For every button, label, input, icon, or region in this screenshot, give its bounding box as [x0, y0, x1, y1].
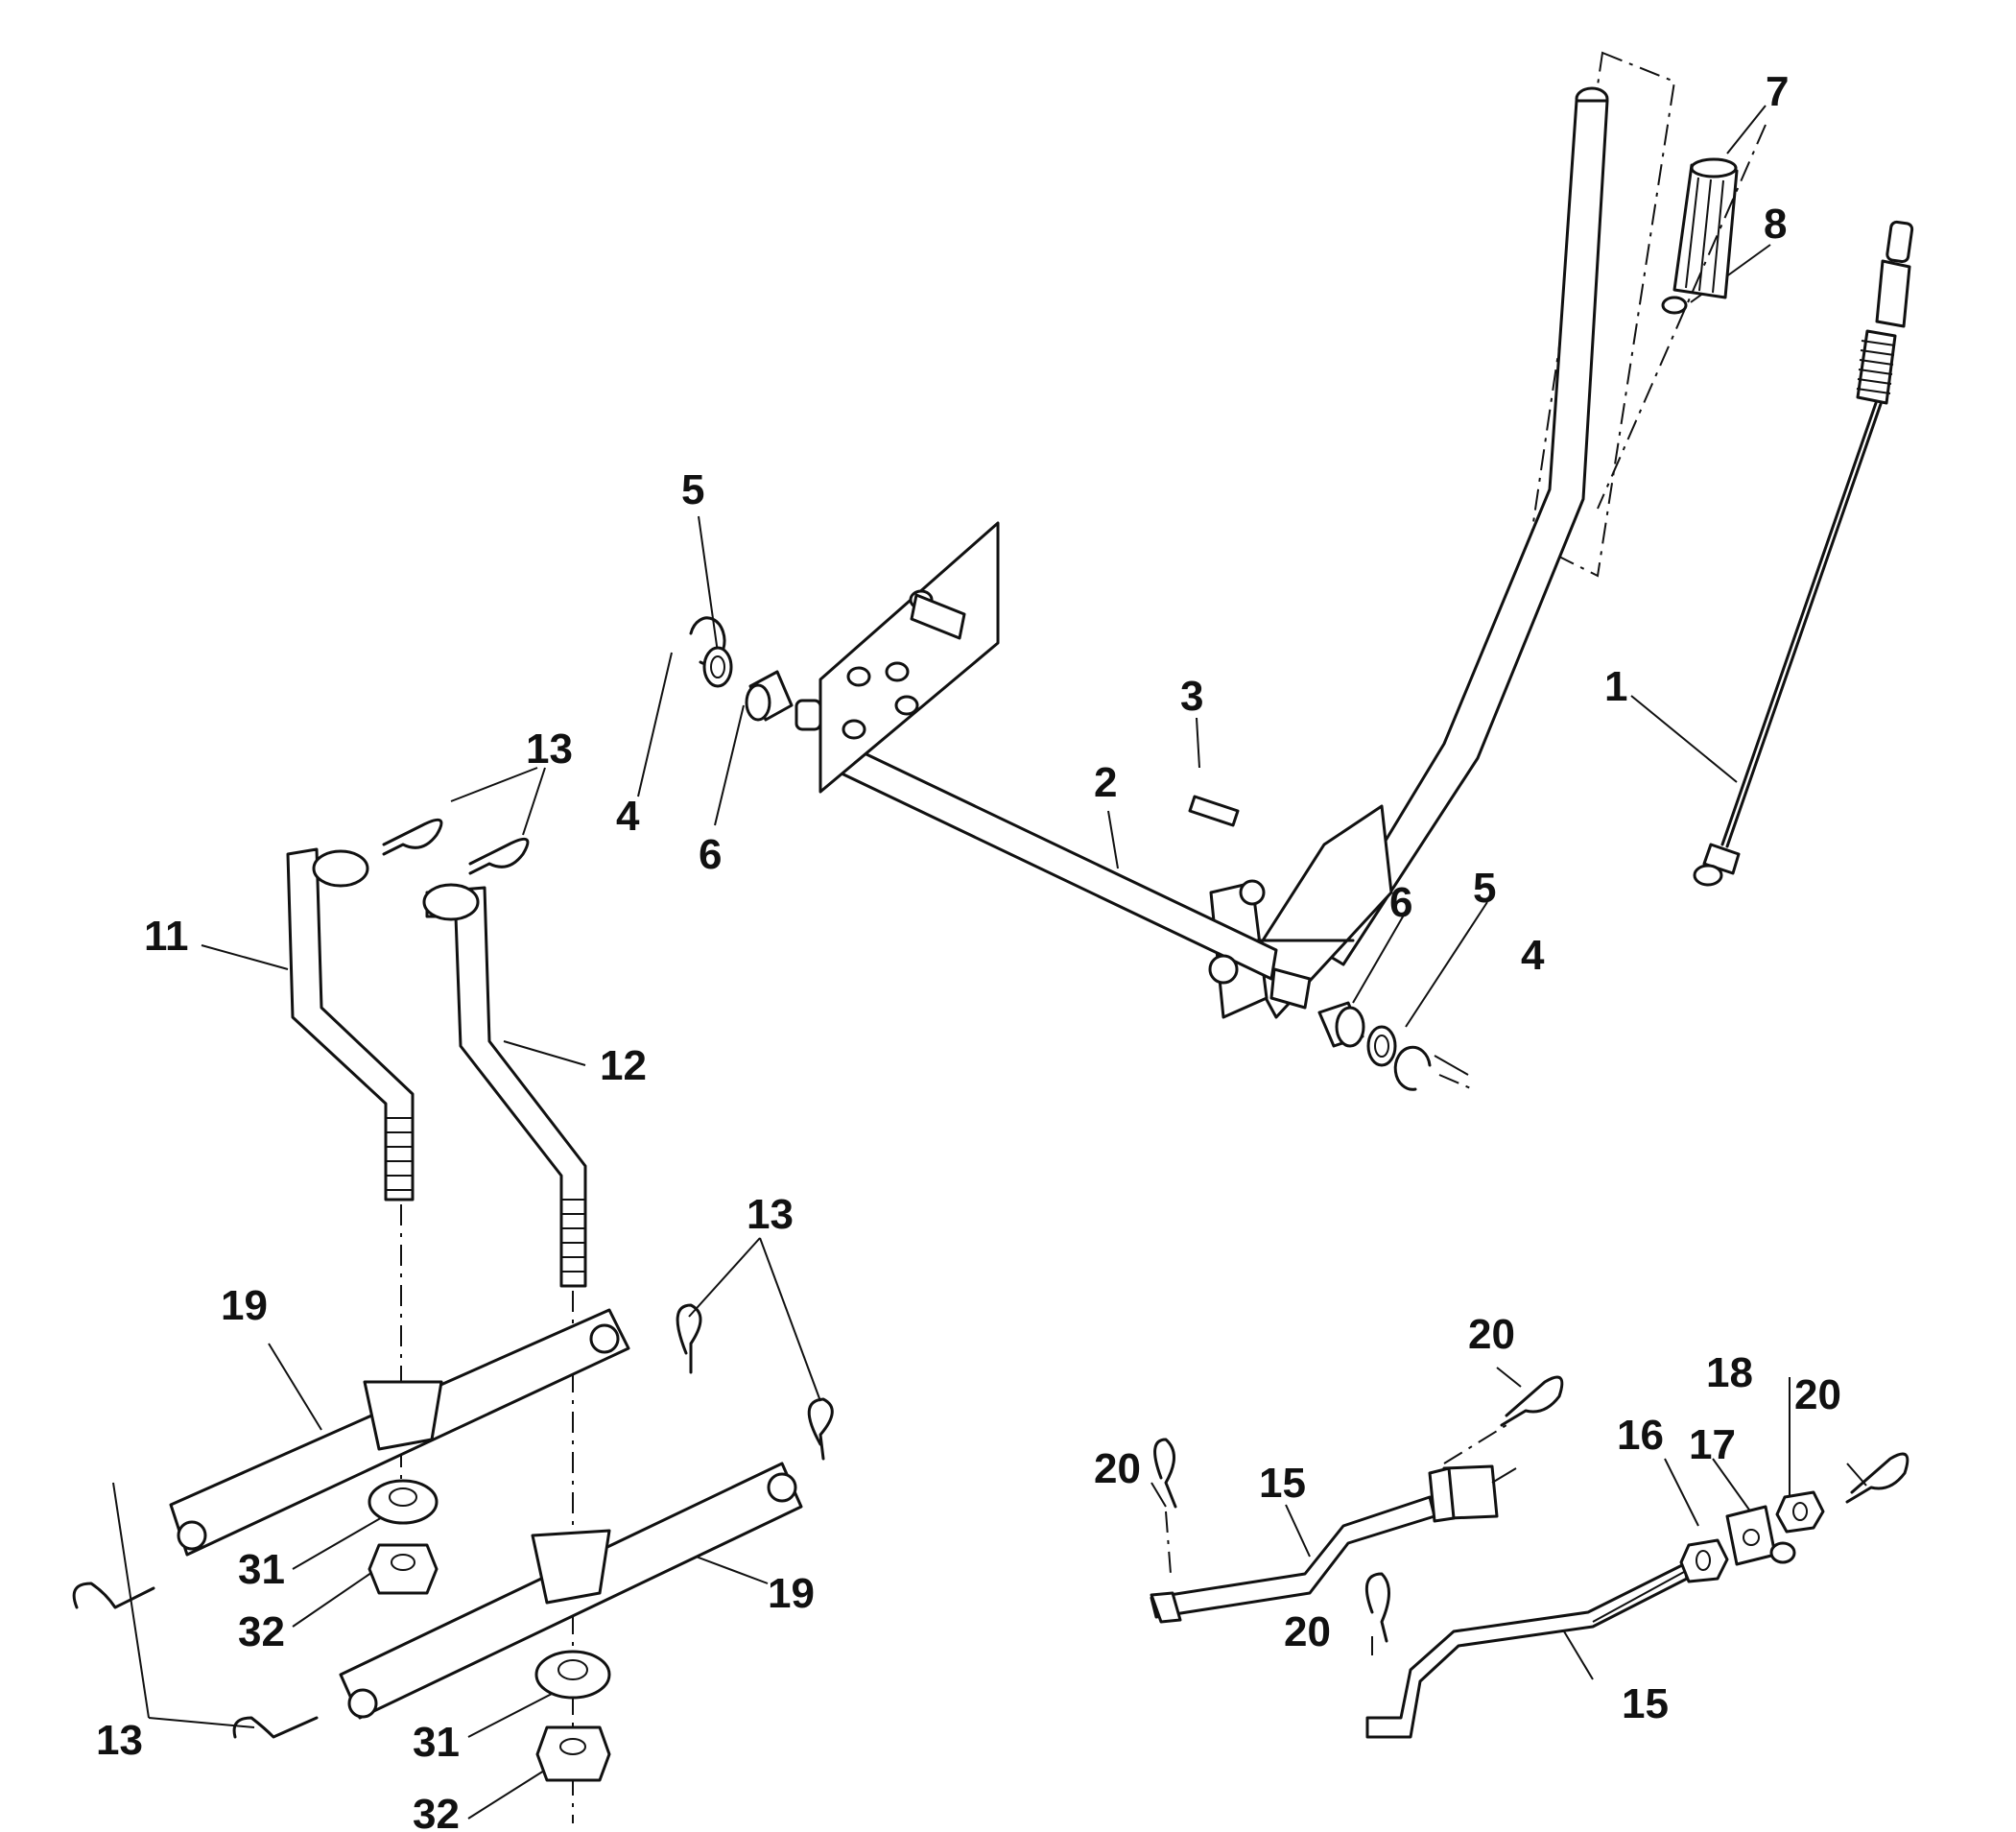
callout-32-lower: 32 — [413, 1791, 460, 1832]
callout-20-lower: 20 — [1284, 1608, 1331, 1655]
callout-20-topright-upper: 20 — [1468, 1311, 1515, 1358]
callout-5-left: 5 — [681, 466, 704, 513]
part-nut-32-lower — [535, 1725, 611, 1782]
callout-13-top: 13 — [526, 726, 573, 773]
callout-15-upper: 15 — [1259, 1460, 1306, 1507]
callout-32-upper: 32 — [238, 1608, 285, 1655]
part-lever-2 — [795, 86, 1609, 1019]
callout-13-middle: 13 — [747, 1191, 794, 1238]
callout-4-left: 4 — [616, 793, 640, 840]
callout-31-upper: 31 — [238, 1546, 285, 1593]
part-clip-13 — [72, 818, 834, 1739]
part-block-17 — [1725, 1505, 1796, 1566]
part-rod-15-upper — [1150, 1464, 1517, 1624]
part-nut-32-upper — [368, 1543, 439, 1595]
callout-11: 11 — [144, 913, 189, 960]
callout-7: 7 — [1766, 68, 1789, 115]
callout-12: 12 — [600, 1042, 647, 1089]
part-pin-3 — [1188, 795, 1240, 827]
callout-5-right: 5 — [1473, 865, 1496, 912]
alignment-guide — [1529, 51, 1767, 578]
part-rod-1 — [1693, 220, 1914, 887]
part-nut-18 — [1775, 1490, 1825, 1534]
part-ring-8 — [1661, 296, 1688, 315]
callout-20-far-right: 20 — [1794, 1371, 1841, 1418]
callout-labels: 1 2 3 4 4 5 5 6 6 7 8 11 12 13 13 13 15 … — [96, 68, 1841, 1832]
callout-8: 8 — [1764, 201, 1787, 248]
part-bushing-31-lower — [534, 1650, 611, 1700]
part-link-11 — [286, 847, 415, 1202]
part-nut-16 — [1679, 1538, 1729, 1583]
part-hardware-right — [1317, 1001, 1474, 1091]
part-hardware-left — [689, 616, 794, 722]
callout-17: 17 — [1689, 1421, 1736, 1468]
callout-6-left: 6 — [699, 831, 722, 878]
part-arm-19-lower — [339, 1462, 803, 1720]
callout-19-upper: 19 — [221, 1282, 268, 1329]
callout-2: 2 — [1094, 759, 1117, 806]
callout-13-bottom: 13 — [96, 1717, 143, 1764]
callout-4-right: 4 — [1521, 932, 1545, 979]
part-arm-19-upper — [169, 1308, 630, 1557]
callout-15-lower: 15 — [1622, 1680, 1669, 1727]
part-link-12 — [422, 883, 587, 1288]
part-clip-20 — [1153, 1375, 1909, 1643]
callout-6-right: 6 — [1389, 879, 1412, 926]
part-grip-7 — [1672, 157, 1739, 299]
callout-1: 1 — [1604, 663, 1627, 710]
part-bushing-31-upper — [368, 1479, 439, 1525]
callout-16: 16 — [1617, 1412, 1664, 1459]
callout-20-left: 20 — [1094, 1445, 1141, 1492]
callout-19-lower: 19 — [768, 1570, 815, 1617]
callout-18: 18 — [1706, 1349, 1753, 1396]
callout-3: 3 — [1180, 673, 1203, 720]
callout-31-lower: 31 — [413, 1719, 460, 1766]
